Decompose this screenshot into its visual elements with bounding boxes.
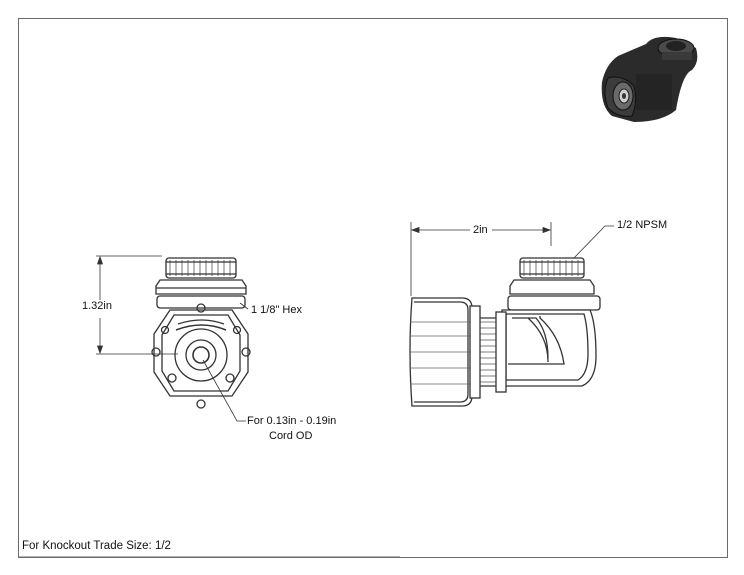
height-label: 1.32in: [82, 300, 112, 312]
width-label: 2in: [473, 224, 488, 236]
width-dimension: [410, 222, 552, 296]
thread-label: 1/2 NPSM: [617, 219, 668, 231]
height-dimension: [96, 255, 178, 355]
cord-label-line2: Cord OD: [269, 430, 313, 442]
hex-leader: [239, 302, 249, 310]
hex-label: 1 1/8" Hex: [251, 304, 302, 316]
isometric-view: [601, 36, 698, 122]
knockout-note: For Knockout Trade Size: 1/2: [22, 540, 171, 552]
thread-leader: [573, 225, 614, 259]
front-view: [151, 257, 251, 409]
cord-leader: [202, 359, 246, 422]
side-view: [409, 257, 601, 407]
cord-label-line1: For 0.13in - 0.19in: [247, 415, 337, 427]
